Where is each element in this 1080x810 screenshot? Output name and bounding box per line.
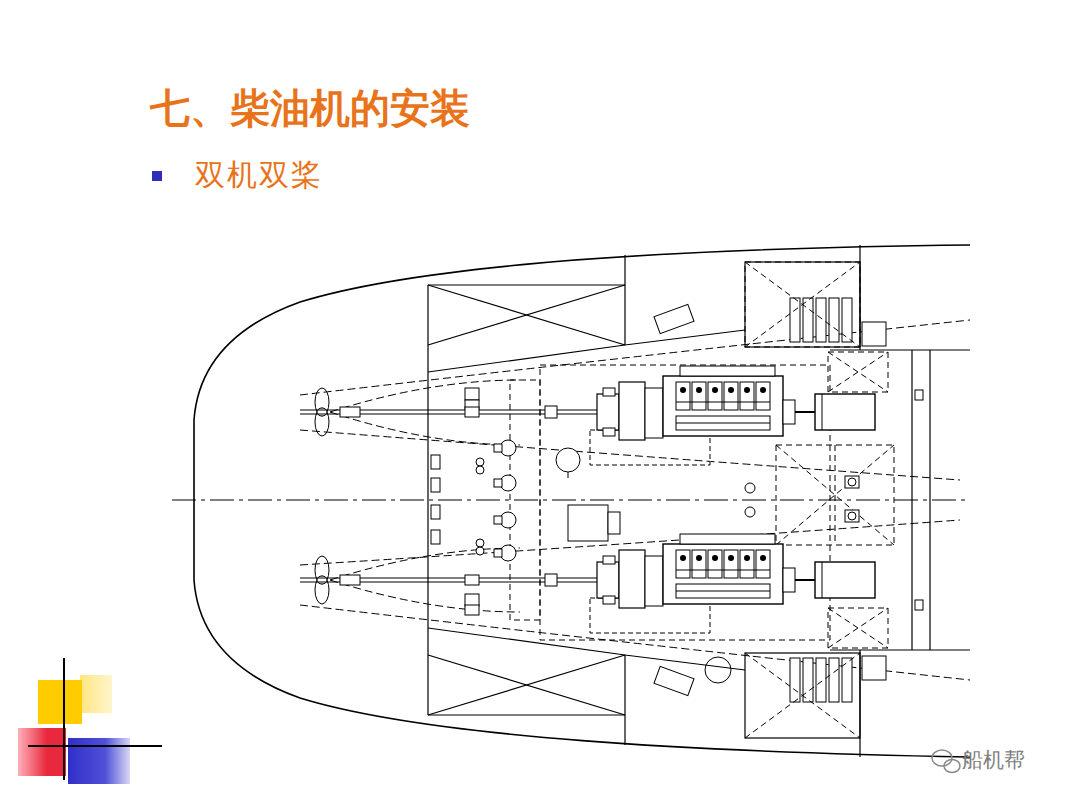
bullet-text: 双机双桨 [195, 157, 323, 193]
bullet-mark [152, 171, 162, 181]
wechat-icon [932, 750, 960, 773]
watermark: 船机帮 [962, 748, 1025, 773]
slide-title: 七、柴油机的安装 [150, 84, 470, 132]
